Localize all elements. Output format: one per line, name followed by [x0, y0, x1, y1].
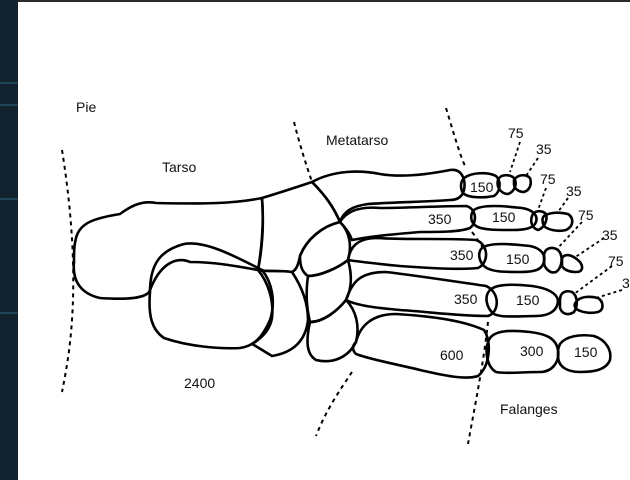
bone-value-toe-2-middle: 75 [608, 253, 624, 269]
bone-value-toe-4-distal: 35 [566, 183, 582, 199]
label-leader-line [596, 290, 622, 298]
metatarsal-1-bone [353, 314, 489, 378]
bone-value-toe-2-proximal: 150 [516, 292, 540, 308]
bone-value-toe-2-distal: 3 [622, 275, 630, 291]
bone-value-toe-4-middle: 75 [540, 171, 556, 187]
bone-value-hallux-proximal: 300 [520, 343, 544, 359]
bone-value-hallux-distal: 150 [574, 344, 598, 360]
pie-boundary-dashed-line [62, 150, 73, 392]
bone-value-metatarsal-5: 150 [470, 179, 494, 195]
bone-value-toe-3-proximal: 150 [506, 251, 530, 267]
bone-value-toe-3-distal: 35 [602, 227, 618, 243]
heel-bone [74, 198, 263, 299]
label-leader-line [538, 188, 546, 210]
cuneiform-lateral [300, 222, 350, 276]
toe-2-distal-phalanx [575, 297, 603, 313]
bone-value-metatarsal-4: 350 [428, 211, 452, 227]
metatarsal-4-bone [340, 206, 475, 240]
label-leader-line [558, 198, 568, 212]
bone-value-toe-3-middle: 75 [578, 207, 594, 223]
region-label-pie: Pie [76, 99, 96, 115]
cuneiform-intermediate [307, 260, 351, 322]
region-label-falanges: Falanges [500, 401, 558, 417]
bone-value-metatarsal-1: 600 [440, 347, 464, 363]
cuneiform-medial [308, 300, 358, 361]
cuboid-bone [252, 270, 308, 356]
label-leader-line [556, 222, 582, 250]
metatarso-falanges-boundary-dashed-line [446, 108, 488, 444]
label-leader-line [574, 238, 604, 258]
label-leader-line [526, 158, 538, 176]
bone-value-tarsal: 2400 [184, 375, 215, 391]
region-label-metatarso: Metatarso [326, 132, 388, 148]
toe-3-middle-phalanx [544, 248, 562, 272]
bone-value-metatarsal-3: 350 [450, 247, 474, 263]
region-label-tarso: Tarso [162, 159, 196, 175]
talus-bone [150, 243, 273, 348]
toe-3-distal-phalanx [562, 255, 582, 272]
bone-value-toe-4-proximal: 150 [492, 209, 516, 225]
tarso-metatarso-boundary-dashed-line [294, 122, 352, 436]
bone-value-toe-5-middle: 75 [508, 125, 524, 141]
label-leader-line [510, 142, 520, 172]
bone-value-metatarsal-2: 350 [454, 291, 478, 307]
bone-value-toe-5-distal: 35 [536, 141, 552, 157]
